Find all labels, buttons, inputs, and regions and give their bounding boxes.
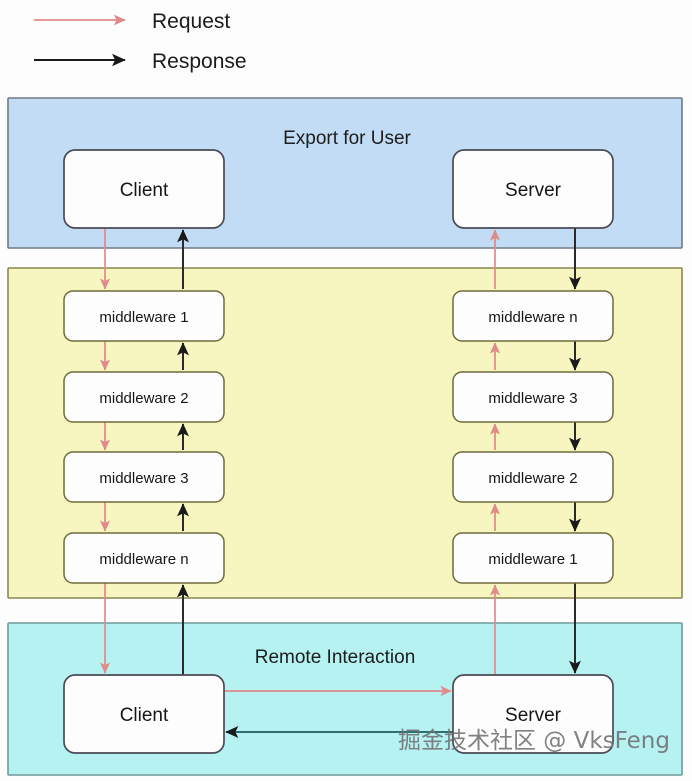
- legend-item-response: Response: [34, 50, 247, 73]
- node-mw-right-2-label: middleware 2: [488, 470, 577, 487]
- node-mw-right-n-box[interactable]: [452, 290, 614, 342]
- node-client-top-label: Client: [120, 180, 169, 201]
- node-mw-right-n-label: middleware n: [488, 309, 577, 326]
- node-mw-left-3[interactable]: middleware 3: [63, 451, 225, 503]
- node-client-bottom-label: Client: [120, 705, 169, 726]
- node-mw-left-n-box[interactable]: [63, 532, 225, 584]
- legend-label-request: Request: [152, 10, 230, 33]
- watermark-text: 掘金技术社区 @ VksFeng: [398, 728, 670, 754]
- node-mw-right-1-label: middleware 1: [488, 551, 577, 568]
- node-server-top-label: Server: [505, 180, 562, 201]
- legend-label-response: Response: [152, 50, 247, 73]
- node-mw-right-3[interactable]: middleware 3: [452, 371, 614, 423]
- node-mw-right-1[interactable]: middleware 1: [452, 532, 614, 584]
- node-client-top[interactable]: Client: [63, 149, 225, 229]
- node-mw-left-n[interactable]: middleware n: [63, 532, 225, 584]
- legend-item-request: Request: [34, 10, 230, 33]
- legend: Request Response: [34, 10, 247, 73]
- section-title-remote-interaction: Remote Interaction: [255, 647, 416, 668]
- node-mw-left-2[interactable]: middleware 2: [63, 371, 225, 423]
- connectors-right-column: [489, 228, 582, 675]
- node-mw-right-3-label: middleware 3: [488, 390, 577, 407]
- node-mw-right-2[interactable]: middleware 2: [452, 451, 614, 503]
- node-mw-right-n[interactable]: middleware n: [452, 290, 614, 342]
- node-server-top-box[interactable]: [452, 149, 614, 229]
- node-server-bottom-label: Server: [505, 705, 562, 726]
- node-mw-right-1-box[interactable]: [452, 532, 614, 584]
- section-title-export-for-user: Export for User: [283, 128, 411, 149]
- node-client-top-box[interactable]: [63, 149, 225, 229]
- node-mw-left-2-label: middleware 2: [99, 390, 188, 407]
- node-mw-right-3-box[interactable]: [452, 371, 614, 423]
- node-mw-left-3-box[interactable]: [63, 451, 225, 503]
- node-server-top[interactable]: Server: [452, 149, 614, 229]
- connectors-left-column: [99, 228, 189, 675]
- node-mw-left-1-label: middleware 1: [99, 309, 188, 326]
- node-server-bottom-box[interactable]: [452, 674, 614, 754]
- node-client-bottom[interactable]: Client: [63, 674, 225, 754]
- node-mw-left-3-label: middleware 3: [99, 470, 188, 487]
- section-panel-middleware-stack: [7, 267, 683, 599]
- node-mw-left-n-label: middleware n: [99, 551, 188, 568]
- node-mw-left-1-box[interactable]: [63, 290, 225, 342]
- node-client-bottom-box[interactable]: [63, 674, 225, 754]
- node-mw-left-2-box[interactable]: [63, 371, 225, 423]
- node-mw-right-2-box[interactable]: [452, 451, 614, 503]
- middleware-left-column: middleware 1 middleware 2 middleware 3 m…: [63, 290, 225, 584]
- middleware-right-column: middleware n middleware 3 middleware 2 m…: [452, 290, 614, 584]
- node-server-bottom[interactable]: Server: [452, 674, 614, 754]
- node-mw-left-1[interactable]: middleware 1: [63, 290, 225, 342]
